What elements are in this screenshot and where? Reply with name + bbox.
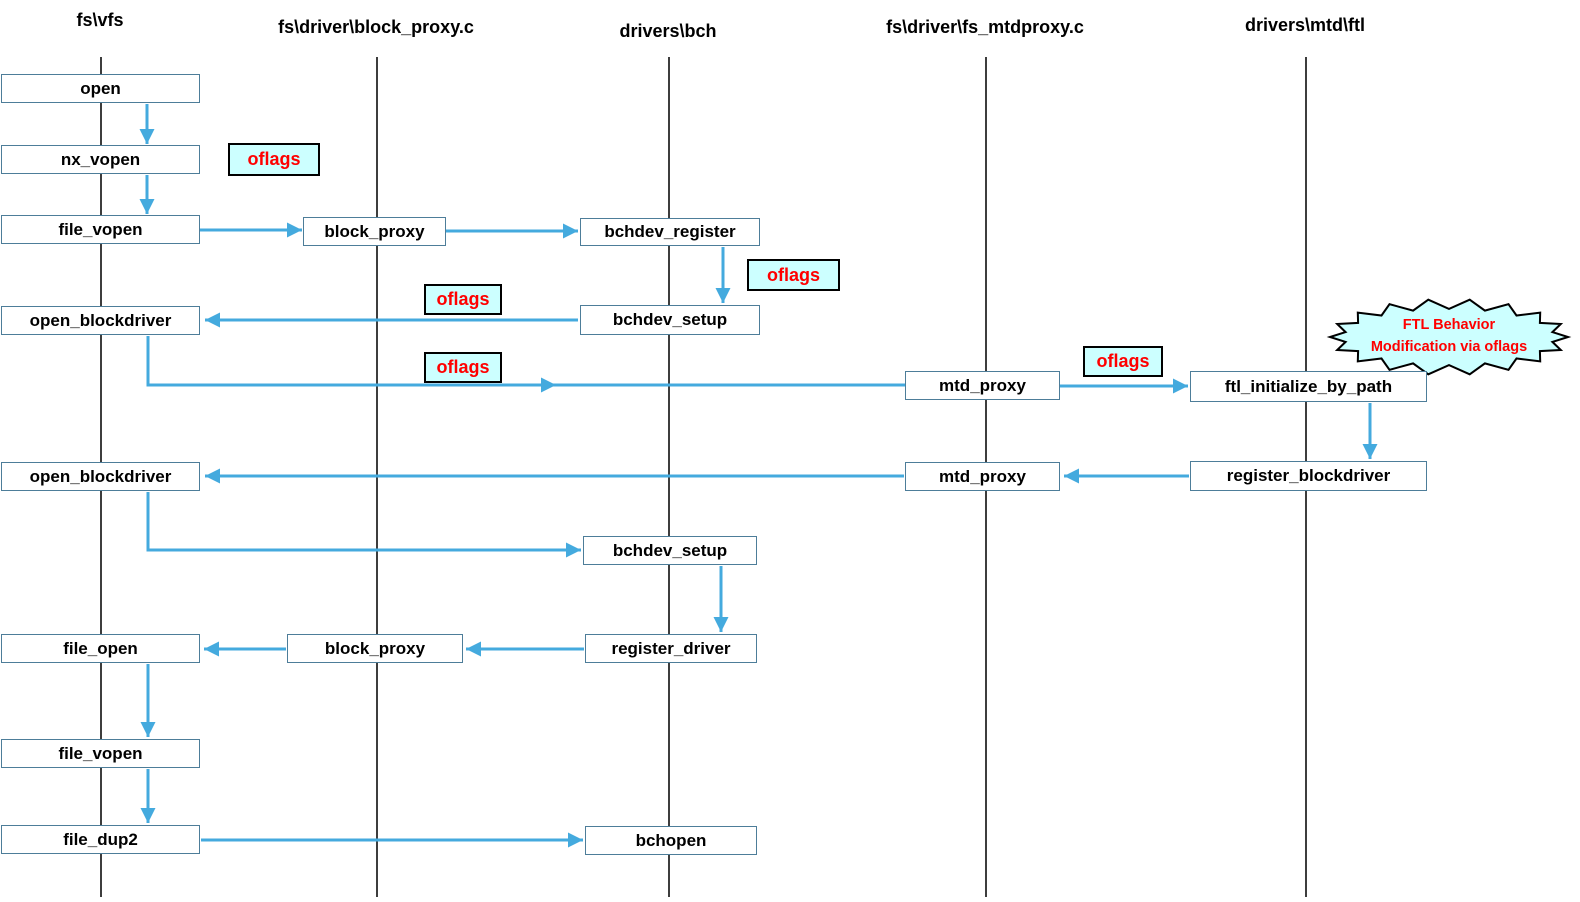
oflags-label-2: oflags — [424, 352, 502, 383]
cloud-text-line-0: FTL Behavior — [1402, 317, 1496, 333]
arrow-open-to-nx_vopen — [139, 104, 155, 144]
node-block_proxy: block_proxy — [303, 217, 446, 246]
oflags-label-1: oflags — [424, 284, 502, 315]
arrow-mtd_proxy-to-ftl_initialize — [1060, 378, 1188, 394]
arrow-mtd_proxy-to-open_blockdriver — [205, 468, 904, 484]
arrow-register_driver-to-block_proxy — [466, 641, 584, 657]
arrow-bchdev_setup-to-register_driver — [713, 566, 729, 632]
arrow-nx_vopen-to-file_vopen — [139, 175, 155, 214]
arrow-file_open-to-file_vopen — [140, 664, 156, 737]
arrow-bchdev_register-to-bchdev_setup — [715, 247, 731, 303]
node-file_vopen: file_vopen — [1, 739, 200, 768]
arrow-file_vopen-to-file_dup2 — [140, 769, 156, 823]
node-bchopen: bchopen — [585, 826, 757, 855]
node-open_blockdriver: open_blockdriver — [1, 462, 200, 491]
cloud-text-line-1: Modification via oflags — [1370, 339, 1528, 356]
arrow-block_proxy-to-bchdev_register — [446, 223, 578, 239]
node-register_driver: register_driver — [585, 634, 757, 663]
node-open: open — [1, 74, 200, 103]
node-mtd_proxy: mtd_proxy — [905, 371, 1060, 400]
node-bchdev_setup: bchdev_setup — [583, 536, 757, 565]
arrow-ftl_initialize-to-register_blockdriver — [1362, 403, 1378, 459]
lane-header-1: fs\driver\block_proxy.c — [278, 17, 474, 37]
node-mtd_proxy: mtd_proxy — [905, 462, 1060, 491]
lane-header-4: drivers\mtd\ftl — [1244, 15, 1366, 35]
oflags-label-3: oflags — [747, 259, 840, 291]
lane-header-3: fs\driver\fs_mtdproxy.c — [886, 17, 1084, 37]
node-block_proxy: block_proxy — [287, 634, 463, 663]
arrow-bchdev_setup-to-open_blockdriver — [205, 312, 578, 328]
arrow-register_blockdriver-to-mtd_proxy — [1064, 468, 1189, 484]
node-open_blockdriver: open_blockdriver — [1, 306, 200, 335]
arrow-block_proxy-to-file_open — [204, 641, 286, 657]
node-file_dup2: file_dup2 — [1, 825, 200, 854]
oflags-label-4: oflags — [1083, 346, 1163, 377]
node-ftl_initialize_by_path: ftl_initialize_by_path — [1190, 371, 1427, 402]
cloud-callout — [1326, 298, 1572, 376]
node-bchdev_setup: bchdev_setup — [580, 305, 760, 335]
arrow-file_dup2-to-bchopen — [201, 832, 583, 848]
lane-header-2: drivers\bch — [619, 21, 717, 41]
node-nx_vopen: nx_vopen — [1, 145, 200, 174]
node-register_blockdriver: register_blockdriver — [1190, 461, 1427, 491]
arrow-file_vopen-to-block_proxy — [200, 222, 302, 238]
lane-header-0: fs\vfs — [76, 10, 124, 30]
arrow-open_blockdriver-to-bchdev_setup — [146, 492, 581, 558]
node-file_vopen: file_vopen — [1, 215, 200, 244]
oflags-label-0: oflags — [228, 143, 320, 176]
node-bchdev_register: bchdev_register — [580, 218, 760, 246]
arrow-open_blockdriver-to-mtd_proxy — [146, 336, 905, 393]
node-file_open: file_open — [1, 634, 200, 663]
